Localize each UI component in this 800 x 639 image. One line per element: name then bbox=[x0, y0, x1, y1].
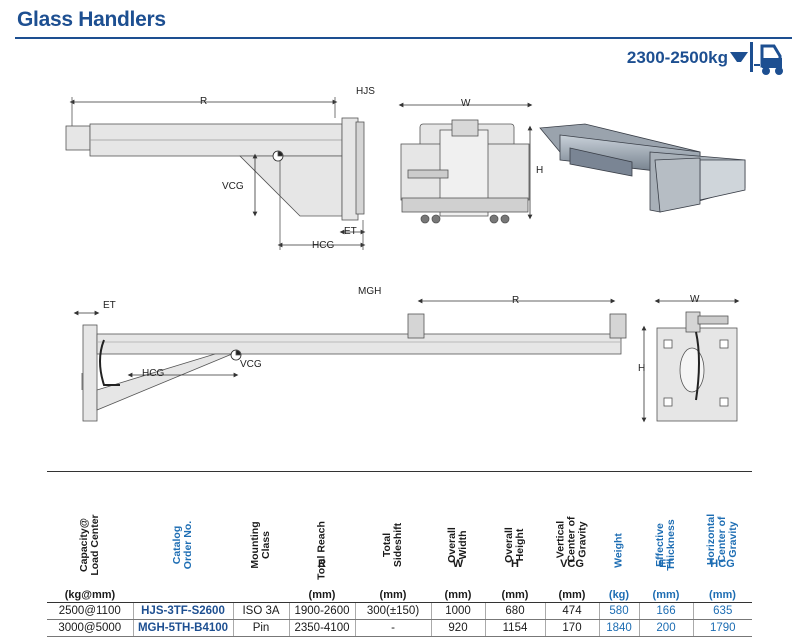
hjs-height-label: H bbox=[536, 165, 544, 176]
column-header-label: Capacity@ Load Center bbox=[78, 514, 101, 576]
column-header: Vertical Center of Gravity bbox=[545, 472, 599, 562]
table-cell: 3000@5000 bbox=[47, 619, 133, 637]
mgh-hcg-label: HCG bbox=[142, 368, 165, 379]
column-header: Catalog Order No. bbox=[133, 472, 233, 569]
column-header: Overall Height bbox=[485, 472, 545, 563]
table-cell: 2500@1100 bbox=[47, 602, 133, 620]
table-cell: - bbox=[354, 619, 431, 637]
column-header-label: Vertical Center of Gravity bbox=[554, 516, 589, 563]
table-cell: 580 bbox=[598, 602, 639, 620]
column-unit: (kg@mm) bbox=[47, 586, 133, 603]
table-cell: 680 bbox=[484, 602, 545, 620]
table-cell: 1790 bbox=[692, 619, 752, 637]
table-cell: 166 bbox=[638, 602, 693, 620]
hjs-hcg-label: HCG bbox=[312, 240, 335, 251]
mgh-side-view bbox=[73, 298, 627, 422]
column-header-label: Effective Thickness bbox=[654, 519, 677, 571]
hjs-vcg-label: VCG bbox=[222, 181, 244, 192]
column-symbol: H bbox=[511, 558, 519, 570]
table-cell: 1840 bbox=[598, 619, 639, 637]
capacity-range: 2300-2500kg bbox=[626, 48, 728, 67]
table-cell: 170 bbox=[544, 619, 599, 637]
hjs-model-label: HJS bbox=[356, 86, 375, 97]
table-cell: 200 bbox=[638, 619, 693, 637]
column-header: Total Reach bbox=[289, 472, 355, 580]
table-cell: 2350-4100 bbox=[288, 619, 355, 637]
table-cell: 474 bbox=[544, 602, 599, 620]
column-header: Effective Thickness bbox=[639, 472, 693, 570]
title-underline bbox=[15, 37, 792, 39]
column-header: Mounting Class bbox=[233, 472, 289, 568]
column-symbol: HCG bbox=[710, 558, 735, 570]
mgh-model-label: MGH bbox=[358, 286, 382, 297]
column-unit: (mm) bbox=[485, 586, 545, 603]
column-header-label: Total Reach bbox=[315, 521, 328, 580]
column-header-label: Horizontal Center of Gravity bbox=[705, 513, 739, 566]
forklift-icon bbox=[730, 42, 783, 75]
spec-table: Capacity@ Load Center Catalog Order No. Mo… bbox=[47, 472, 752, 637]
table-top-rule bbox=[47, 471, 752, 472]
column-header-label: Total Sideshift bbox=[381, 522, 404, 568]
mgh-vcg-label: VCG bbox=[240, 359, 262, 370]
table-cell: 1000 bbox=[430, 602, 485, 620]
table-cell: 1900-2600 bbox=[288, 602, 355, 620]
column-symbol: W bbox=[452, 558, 464, 570]
mgh-width-label: W bbox=[690, 294, 700, 305]
table-header-row: Capacity@ Load Center Catalog Order No. Mo… bbox=[47, 472, 752, 580]
column-symbol: R bbox=[318, 558, 326, 570]
table-symbol-row: R W H VCG ET HCG bbox=[47, 556, 752, 586]
mgh-height-label: H bbox=[638, 363, 646, 374]
column-header-label: Mounting Class bbox=[249, 521, 272, 569]
hjs-side-view bbox=[65, 97, 366, 250]
column-unit: (mm) bbox=[639, 586, 693, 603]
catalog-order-number: HJS-3TF-S2600 bbox=[132, 602, 233, 620]
column-header-label: Overall Height bbox=[503, 527, 526, 563]
column-unit: (mm) bbox=[693, 586, 752, 603]
column-header: Horizontal Center of Gravity bbox=[693, 472, 752, 565]
table-cell: ISO 3A bbox=[232, 602, 289, 620]
column-header: Total Sideshift bbox=[355, 472, 431, 567]
mgh-reach-label: R bbox=[512, 295, 520, 306]
page-title: Glass Handlers bbox=[17, 8, 166, 31]
table-cell: 1154 bbox=[484, 619, 545, 637]
column-unit bbox=[133, 586, 233, 603]
column-symbol: VCG bbox=[560, 558, 584, 570]
table-unit-row: (kg@mm)(mm)(mm)(mm)(mm)(mm)(kg)(mm)(mm) bbox=[47, 586, 752, 603]
column-symbol: ET bbox=[658, 558, 674, 570]
hjs-front-view bbox=[398, 102, 533, 224]
column-unit: (mm) bbox=[431, 586, 485, 603]
column-header-label: Catalog Order No. bbox=[171, 520, 194, 570]
table-cell: 920 bbox=[430, 619, 485, 637]
mgh-front-view bbox=[641, 298, 740, 423]
column-header: Weight bbox=[599, 472, 639, 568]
table-cell: Pin bbox=[232, 619, 289, 637]
hjs-width-label: W bbox=[461, 98, 471, 109]
column-unit: (kg) bbox=[599, 586, 639, 603]
column-unit: (mm) bbox=[355, 586, 431, 603]
column-unit bbox=[233, 586, 289, 603]
technical-drawings bbox=[65, 97, 746, 423]
catalog-order-number: MGH-5TH-B4100 bbox=[132, 619, 233, 637]
column-header: Capacity@ Load Center bbox=[47, 472, 133, 575]
column-header-label: Overall Width bbox=[446, 527, 469, 563]
column-unit: (mm) bbox=[289, 586, 355, 603]
column-header-label: Weight bbox=[612, 533, 625, 568]
table-cell: 300(±150) bbox=[354, 602, 431, 620]
hjs-et-label: ET bbox=[344, 226, 357, 237]
hjs-photo bbox=[539, 123, 746, 213]
table-cell: 635 bbox=[692, 602, 752, 620]
column-unit: (mm) bbox=[545, 586, 599, 603]
column-header: Overall Width bbox=[431, 472, 485, 563]
hjs-reach-label: R bbox=[200, 96, 208, 107]
mgh-et-label: ET bbox=[103, 300, 116, 311]
